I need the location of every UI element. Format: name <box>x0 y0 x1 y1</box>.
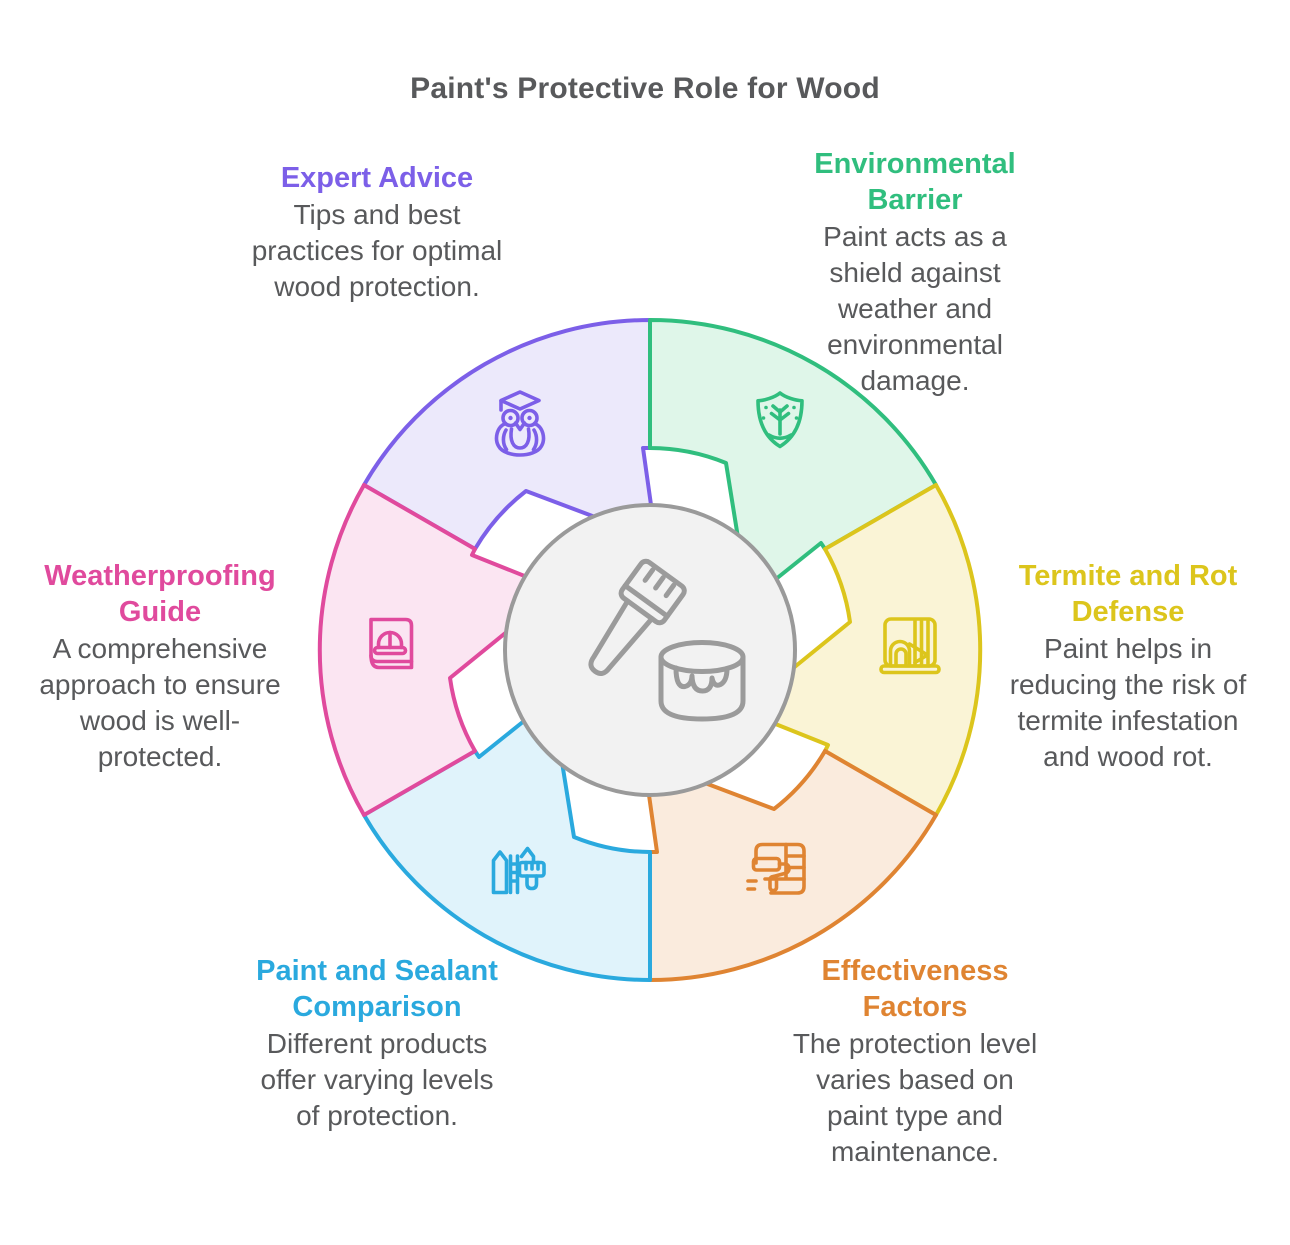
wheel-segment-termite-rot-defense <box>766 483 983 817</box>
wheel-segment-effectiveness-factors <box>646 749 938 983</box>
shield-plant-icon <box>756 391 804 449</box>
wheel-segment-expert-advice <box>362 317 654 551</box>
center-circle <box>503 503 797 797</box>
segment-description: Paint helps in reducing the risk of term… <box>1009 633 1247 772</box>
segment-text-effectiveness-factors: Effectiveness Factors The protection lev… <box>785 953 1045 1170</box>
segment-label: Paint and Sealant Comparison <box>256 955 498 1023</box>
segment-description: Different products offer varying levels … <box>260 1028 494 1131</box>
segment-label: Environmental Barrier <box>814 148 1016 216</box>
wheel-segment-weatherproofing-guide <box>317 483 534 817</box>
page-title: Paint's Protective Role for Wood <box>410 72 880 105</box>
segment-text-environmental-barrier: Environmental Barrier Paint acts as a sh… <box>785 146 1045 399</box>
segment-description: The protection level varies based on pai… <box>792 1028 1038 1167</box>
segment-text-paint-sealant-comparison: Paint and Sealant Comparison Different p… <box>247 953 507 1134</box>
wood-gate-icon <box>879 617 941 675</box>
segment-description: A comprehensive approach to ensure wood … <box>39 633 281 772</box>
segment-label: Weatherproofing Guide <box>44 560 276 628</box>
segment-text-termite-rot-defense: Termite and Rot Defense Paint helps in r… <box>998 558 1258 775</box>
wheel-segment-paint-sealant-comparison <box>362 715 652 983</box>
fence-paintbrush-icon <box>491 846 546 895</box>
segment-text-expert-advice: Expert Advice Tips and best practices fo… <box>247 160 507 305</box>
segment-label: Termite and Rot Defense <box>1018 560 1238 628</box>
segment-text-weatherproofing-guide: Weatherproofing Guide A comprehensive ap… <box>30 558 290 775</box>
segment-label: Effectiveness Factors <box>821 955 1009 1023</box>
book-hardhat-icon <box>369 617 414 670</box>
paint-roller-wall-icon <box>746 842 806 895</box>
segment-description: Paint acts as a shield against weather a… <box>823 221 1007 396</box>
paint-brush-can-icon <box>588 558 746 722</box>
owl-graduation-icon <box>494 390 546 457</box>
segment-description: Tips and best practices for optimal wood… <box>251 199 503 302</box>
wheel-segment-environmental-barrier <box>648 317 938 585</box>
segment-label: Expert Advice <box>280 162 474 194</box>
